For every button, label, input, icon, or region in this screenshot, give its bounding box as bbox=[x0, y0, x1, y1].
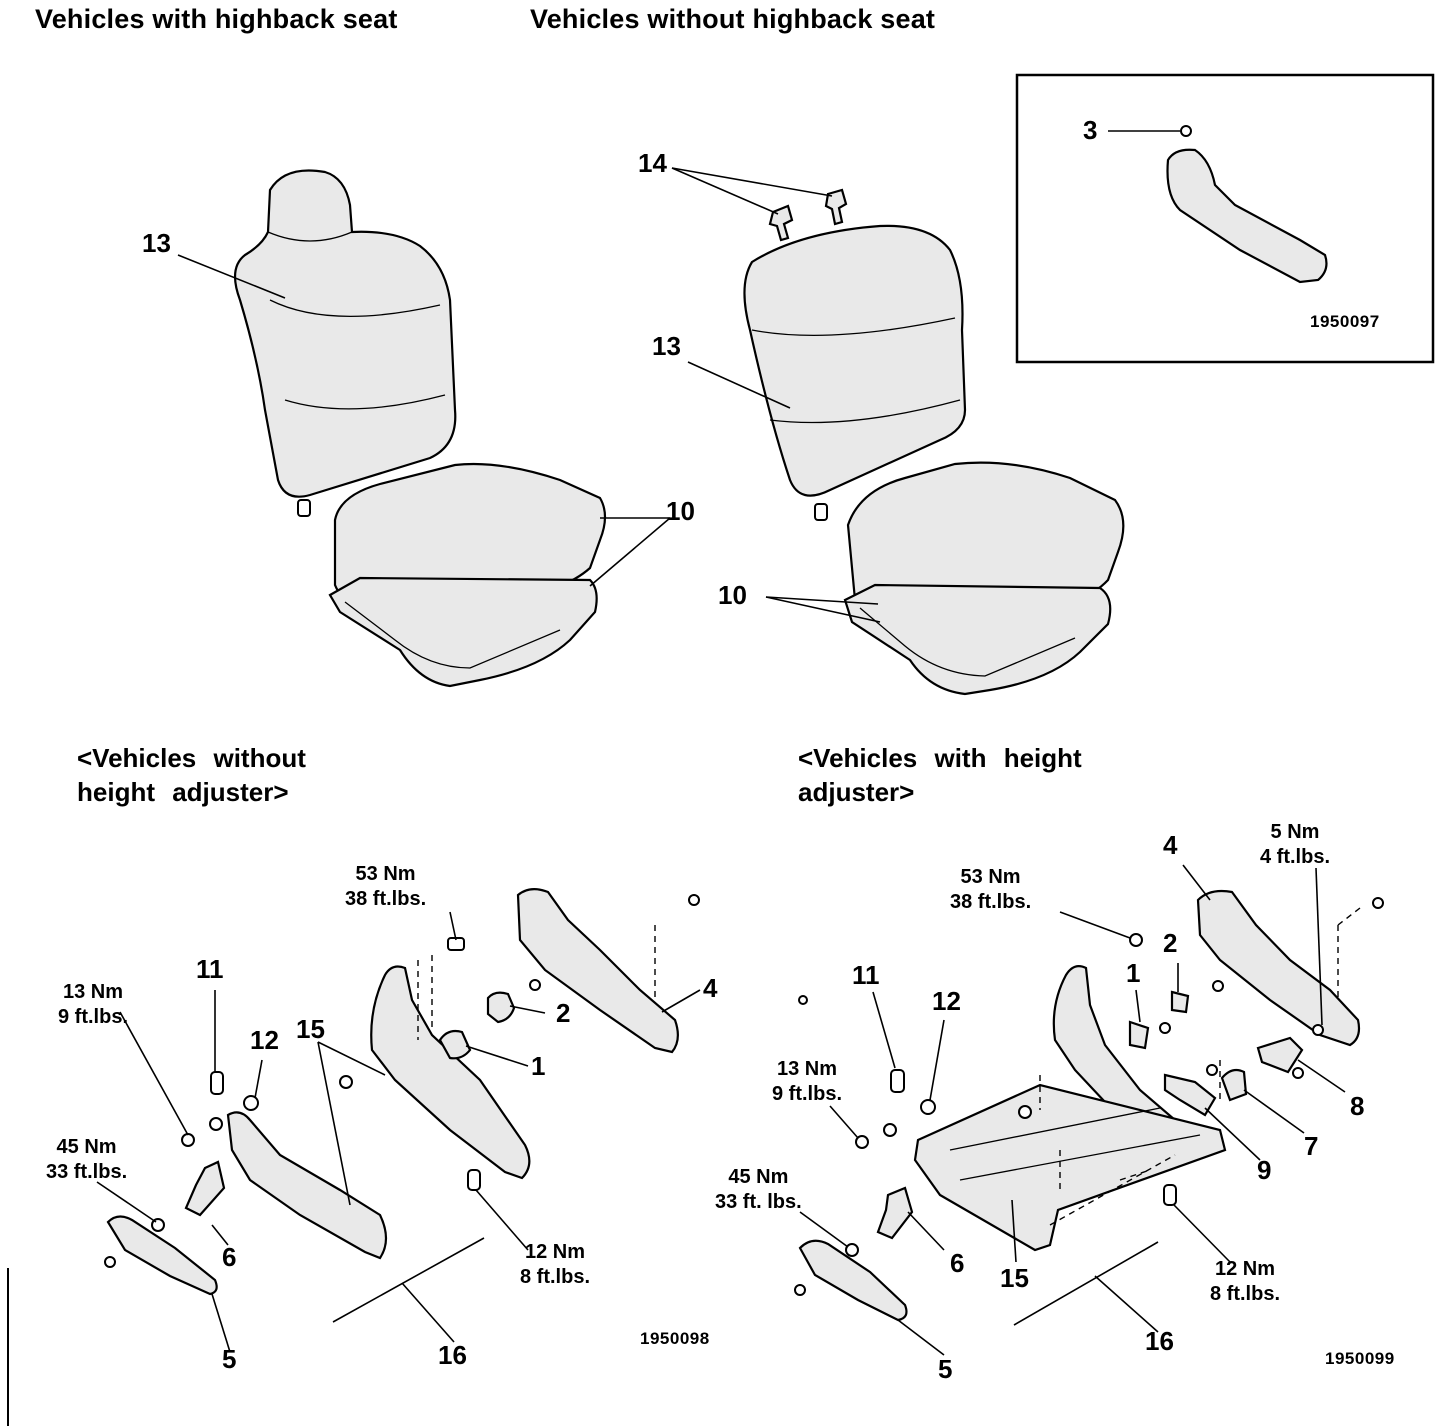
heading-highback: Vehicles with highback seat bbox=[35, 4, 398, 34]
callout-1-right: 1 bbox=[1126, 958, 1141, 988]
callout-10-highback: 10 bbox=[666, 496, 695, 526]
standard-seat bbox=[743, 188, 1125, 696]
highback-seat bbox=[233, 169, 607, 688]
inset-part bbox=[1108, 125, 1328, 284]
standard-backrest bbox=[743, 224, 967, 497]
callout-4-left: 4 bbox=[703, 973, 718, 1003]
heading-height-adjuster-1: <Vehicles with height bbox=[798, 743, 1082, 773]
callout-13-standard: 13 bbox=[652, 331, 681, 361]
callout-5-left: 5 bbox=[222, 1344, 237, 1374]
inset-frame bbox=[1015, 73, 1435, 364]
heading-no-height-adjuster-2: height adjuster> bbox=[77, 777, 289, 807]
heading-no-height-adjuster-1: <Vehicles without bbox=[77, 743, 306, 773]
torque-53-right: 53 Nm 38 ft.lbs. bbox=[950, 866, 1032, 913]
callout-9-right: 9 bbox=[1257, 1155, 1272, 1185]
callout-13-highback: 13 bbox=[142, 228, 171, 258]
heading-height-adjuster-2: adjuster> bbox=[798, 777, 915, 807]
headrest-pin-left bbox=[768, 204, 794, 242]
callout-3: 3 bbox=[1083, 115, 1098, 145]
callout-lines-top-mid bbox=[671, 167, 881, 623]
callout-2-left: 2 bbox=[556, 998, 571, 1028]
callout-16-right: 16 bbox=[1145, 1326, 1174, 1356]
callout-5-right: 5 bbox=[938, 1354, 953, 1384]
callout-14: 14 bbox=[638, 148, 667, 178]
callout-8-right: 8 bbox=[1350, 1091, 1365, 1121]
highback-cushion-frame bbox=[328, 576, 598, 688]
torque-45-left: 45 Nm 33 ft.lbs. bbox=[46, 1136, 128, 1183]
callout-11-left: 11 bbox=[196, 954, 224, 984]
callout-10-standard: 10 bbox=[718, 580, 747, 610]
callout-2-right: 2 bbox=[1163, 928, 1178, 958]
torque-12-left: 12 Nm 8 ft.lbs. bbox=[520, 1241, 591, 1288]
torque-53-left: 53 Nm 38 ft.lbs. bbox=[345, 863, 427, 910]
figure-code-left: 1950098 bbox=[640, 1329, 710, 1348]
callout-7-right: 7 bbox=[1304, 1131, 1319, 1161]
standard-cushion-frame bbox=[843, 583, 1112, 696]
callout-6-left: 6 bbox=[222, 1242, 237, 1272]
rail-assembly-height-adjuster bbox=[794, 864, 1384, 1356]
callout-12-left: 12 bbox=[250, 1025, 279, 1055]
torque-12-right: 12 Nm 8 ft.lbs. bbox=[1210, 1258, 1281, 1305]
callout-1-left: 1 bbox=[531, 1051, 546, 1081]
headrest-pin-right bbox=[824, 188, 848, 226]
heading-no-highback: Vehicles without highback seat bbox=[530, 4, 936, 34]
callout-16-left: 16 bbox=[438, 1340, 467, 1370]
figure-code-inset: 1950097 bbox=[1310, 312, 1380, 331]
callout-6-right: 6 bbox=[950, 1248, 965, 1278]
figure-code-right: 1950099 bbox=[1325, 1349, 1395, 1368]
torque-13-right: 13 Nm 9 ft.lbs. bbox=[772, 1058, 843, 1105]
torque-13-left: 13 Nm 9 ft.lbs. bbox=[58, 981, 129, 1028]
callout-4-right: 4 bbox=[1163, 830, 1178, 860]
callout-15-right: 15 bbox=[1000, 1263, 1029, 1293]
torque-45-right: 45 Nm 33 ft. lbs. bbox=[715, 1166, 802, 1213]
callout-12-right: 12 bbox=[932, 986, 961, 1016]
callout-lines-top-left bbox=[177, 254, 671, 587]
rail-assembly-no-adjuster bbox=[96, 888, 701, 1353]
highback-backrest bbox=[233, 169, 457, 498]
torque-5-right: 5 Nm 4 ft.lbs. bbox=[1260, 821, 1331, 868]
callout-15-left: 15 bbox=[296, 1014, 325, 1044]
callout-11-right: 11 bbox=[852, 960, 880, 990]
